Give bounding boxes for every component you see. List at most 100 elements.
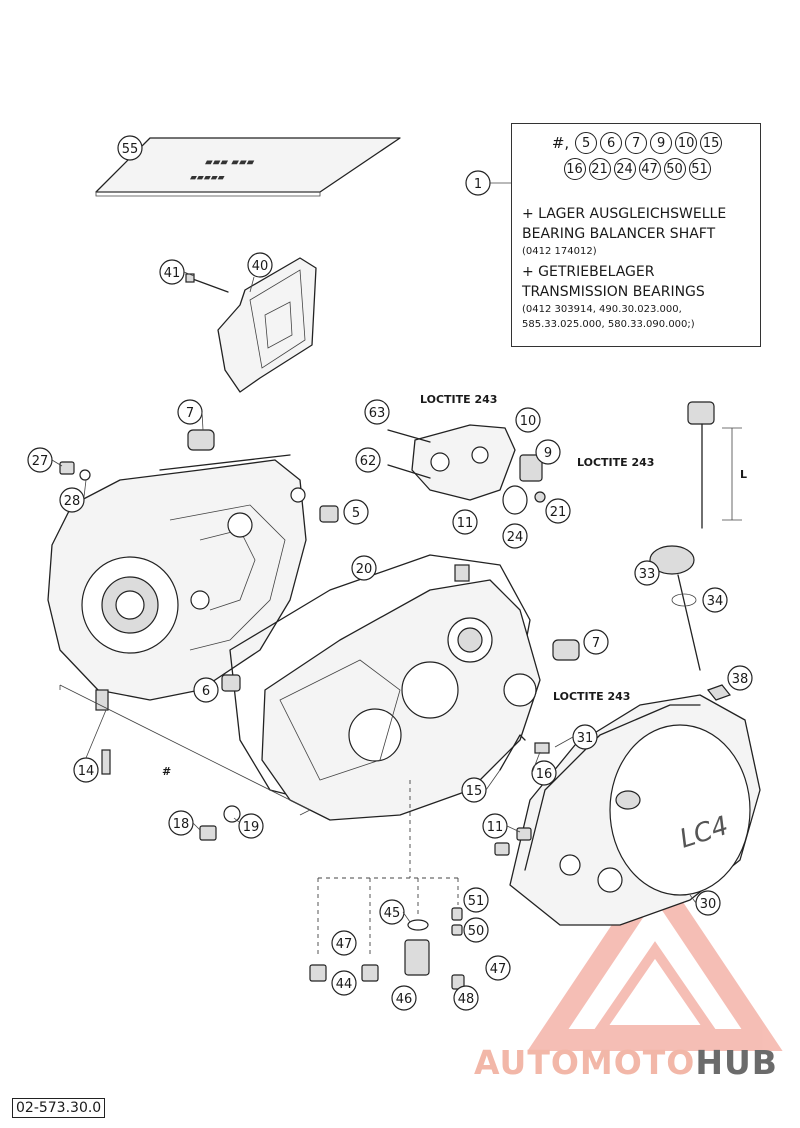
svg-text:7: 7 xyxy=(186,406,194,421)
svg-text:38: 38 xyxy=(732,672,749,687)
dowel-11-lower xyxy=(494,842,510,856)
legend-notes: + LAGER AUSGLEICHSWELLE BEARING BALANCER… xyxy=(522,204,760,335)
legend-line: + LAGER AUSGLEICHSWELLE xyxy=(522,206,727,222)
callout-9: 9 xyxy=(535,439,561,465)
document-number: 02-573.30.0 xyxy=(12,1098,106,1118)
svg-text:30: 30 xyxy=(700,897,717,912)
legend-line: (0412 174012) xyxy=(522,246,597,257)
svg-text:40: 40 xyxy=(252,259,269,274)
legend-ref: 15 xyxy=(700,132,723,154)
callout-14: 14 xyxy=(73,757,99,783)
legend-ref: 16 xyxy=(563,158,586,180)
callout-46: 46 xyxy=(391,985,417,1011)
callout-27: 27 xyxy=(27,447,53,473)
callout-24: 24 xyxy=(502,523,528,549)
callout-47-right: 47 xyxy=(485,955,511,981)
svg-text:18: 18 xyxy=(173,817,190,832)
right-crankcase-half xyxy=(261,564,541,821)
legend-ref: 21 xyxy=(588,158,611,180)
bolt-16 xyxy=(534,742,550,754)
legend-hash-symbol: #, xyxy=(551,134,570,152)
svg-text:45: 45 xyxy=(384,906,401,921)
svg-text:41: 41 xyxy=(164,266,181,281)
callout-20: 20 xyxy=(351,555,377,581)
legend-ref: 6 xyxy=(600,132,623,154)
legend-ref: 7 xyxy=(625,132,648,154)
sleeve-7-right xyxy=(552,639,580,661)
callout-5: 5 xyxy=(343,499,369,525)
oil-filler-plug xyxy=(649,545,701,671)
watermark-logo xyxy=(527,860,783,1051)
legend-ref: 47 xyxy=(638,158,661,180)
svg-text:33: 33 xyxy=(639,567,656,582)
plug-27 xyxy=(59,461,75,475)
dowel-6 xyxy=(221,674,241,692)
svg-text:50: 50 xyxy=(468,924,485,939)
sprocket-cover-part xyxy=(185,257,317,393)
svg-text:15: 15 xyxy=(466,784,483,799)
svg-text:47: 47 xyxy=(490,962,507,977)
dowel-5 xyxy=(319,505,339,523)
washer-19 xyxy=(223,805,241,823)
legend-ref: 51 xyxy=(688,158,711,180)
watermark-brand-text: AUTOMOTOHUB xyxy=(474,1043,778,1082)
svg-text:20: 20 xyxy=(356,562,373,577)
callout-7-top: 7 xyxy=(177,399,203,425)
svg-text:48: 48 xyxy=(458,992,475,1007)
svg-text:16: 16 xyxy=(536,767,553,782)
callout-34: 34 xyxy=(702,587,728,613)
svg-text:62: 62 xyxy=(360,454,377,469)
callout-50: 50 xyxy=(463,917,489,943)
legend-line: + GETRIEBELAGER xyxy=(522,264,655,280)
svg-text:6: 6 xyxy=(202,684,210,699)
callout-62: 62 xyxy=(355,447,381,473)
legend-ref: 24 xyxy=(613,158,636,180)
svg-text:11: 11 xyxy=(487,820,504,835)
svg-text:1: 1 xyxy=(474,177,482,192)
legend-line: TRANSMISSION BEARINGS xyxy=(522,284,705,300)
svg-text:▰▰▰▰▰: ▰▰▰▰▰ xyxy=(190,173,225,183)
callout-18: 18 xyxy=(168,810,194,836)
legend-ref: 50 xyxy=(663,158,686,180)
screw-21 xyxy=(534,491,546,503)
dowel-11-upper xyxy=(516,827,532,841)
svg-text:24: 24 xyxy=(507,530,524,545)
guide-15 xyxy=(499,734,526,771)
callout-10: 10 xyxy=(515,407,541,433)
legend-ref: 9 xyxy=(650,132,673,154)
callout-15: 15 xyxy=(461,777,487,803)
callout-1: 1 xyxy=(465,170,491,196)
svg-text:47: 47 xyxy=(336,937,353,952)
legend-ref: 5 xyxy=(575,132,598,154)
callout-11-low: 11 xyxy=(482,813,508,839)
callout-40: 40 xyxy=(247,252,273,278)
watermark-part2: HUB xyxy=(695,1043,778,1082)
callout-7-right: 7 xyxy=(583,629,609,655)
left-crankcase-half xyxy=(47,454,307,711)
callout-47-left: 47 xyxy=(331,930,357,956)
legend-line: BEARING BALANCER SHAFT xyxy=(522,226,716,242)
callout-48: 48 xyxy=(453,985,479,1011)
clip-part-38 xyxy=(707,684,731,701)
svg-text:28: 28 xyxy=(64,494,81,509)
leader-lines xyxy=(51,182,697,923)
callout-55: 55 xyxy=(117,135,143,161)
svg-text:31: 31 xyxy=(577,731,594,746)
included-parts-legend: #, 5 6 7 9 10 15 16 21 24 47 50 51 + LAG… xyxy=(511,123,761,347)
legend-line: 585.33.025.000, 580.33.090.000;) xyxy=(522,319,695,330)
svg-text:51: 51 xyxy=(468,894,485,909)
callout-38: 38 xyxy=(727,665,753,691)
callout-19: 19 xyxy=(238,813,264,839)
loctite-label-mid: LOCTITE 243 xyxy=(577,456,654,469)
callout-11-top: 11 xyxy=(452,509,478,535)
callout-21: 21 xyxy=(545,498,571,524)
svg-text:9: 9 xyxy=(544,446,552,461)
svg-text:11: 11 xyxy=(457,516,474,531)
washer-28 xyxy=(79,469,91,481)
shaft-seal xyxy=(502,485,528,515)
legend-callout-list: #, 5 6 7 9 10 15 16 21 24 47 50 51 xyxy=(512,132,762,184)
sleeve-7-top xyxy=(187,429,215,451)
svg-text:63: 63 xyxy=(369,406,386,421)
loctite-label-top: LOCTITE 243 xyxy=(420,393,497,406)
